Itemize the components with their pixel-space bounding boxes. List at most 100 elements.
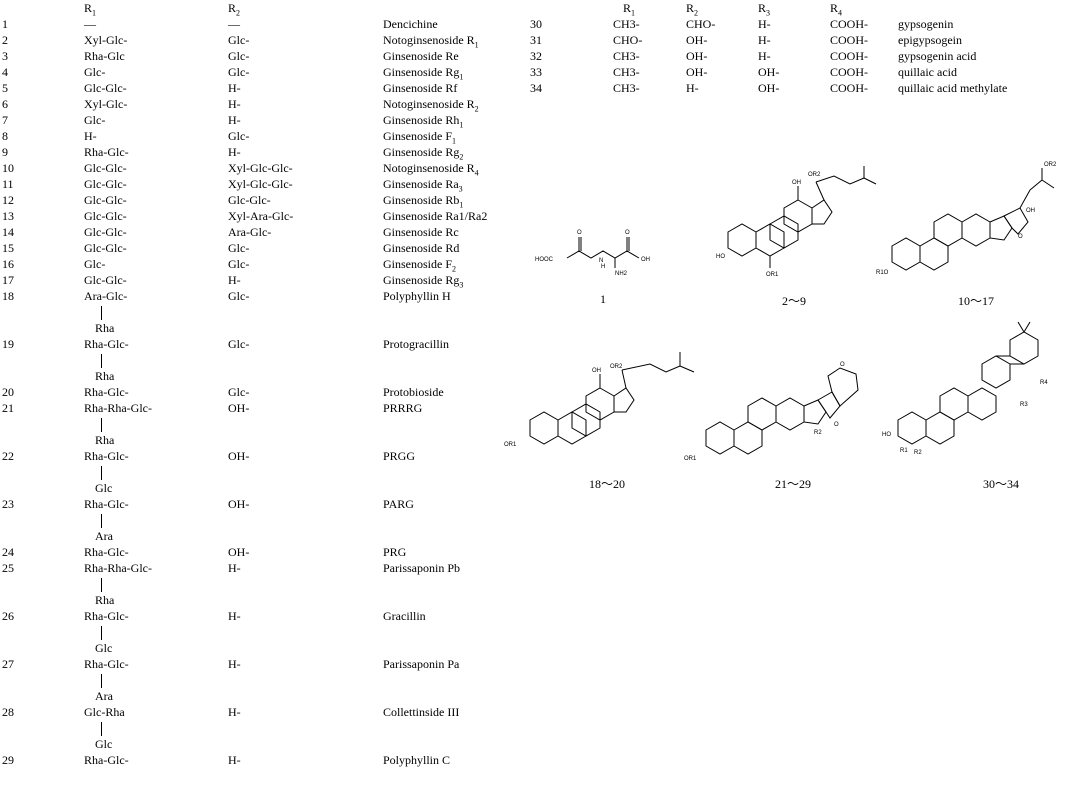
r1-substituent: Rha-Glc- [84,385,129,399]
structure-label: 2～9 [782,294,807,308]
structure-dencichine: HOOC N H O NH2 OH O [535,230,650,277]
compound-name: Notoginsenoside R4 [383,161,479,178]
atom-label: OH [1026,208,1035,214]
structure-30-34: R4 R3 HO R1 R2 [882,321,1048,456]
atom-label: OH [792,180,801,186]
branch-bond [101,722,102,736]
r1-substituent: Rha-Glc- [84,497,129,511]
r4-substituent: COOH- [830,49,868,63]
compound-name: Ginsenoside Re [383,49,459,63]
row-number: 8 [2,129,8,143]
row-number: 31 [530,33,542,47]
r2-substituent: H- [228,705,241,719]
r2-substituent: Glc- [228,129,250,143]
r1-substituent: Rha-Glc- [84,337,129,351]
column-header: R2 [228,1,241,18]
row-number: 27 [2,657,14,671]
structure-label: 18～20 [589,477,626,491]
r4-substituent: COOH- [830,33,868,47]
r2-substituent: OH- [228,545,250,559]
row-number: 20 [2,385,14,399]
row-number: 32 [530,49,542,63]
atom-label: O [625,230,630,236]
r2-substituent: Glc- [228,257,250,271]
compound-name: Ginsenoside F1 [383,129,456,146]
branch-bond [101,466,102,480]
branch-sugar: Glc [95,481,113,495]
r2-substituent: Glc- [228,337,250,351]
row-number: 17 [2,273,14,287]
row-number: 26 [2,609,14,623]
row-number: 19 [2,337,14,351]
r2-substituent: H- [228,273,241,287]
r1-substituent: Glc-Glc- [84,273,127,287]
compound-name: Ginsenoside Rg3 [383,273,464,290]
compound-name: Ginsenoside F2 [383,257,456,274]
r2-substituent: Ara-Glc- [228,225,272,239]
branch-sugar: Rha [95,433,115,447]
r2-substituent: Xyl-Ara-Glc- [228,209,294,223]
compound-name: Ginsenoside Rc [383,225,459,239]
compound-name: PRGG [383,449,416,463]
compound-name: gypsogenin [898,17,954,31]
r1-substituent: Rha-Glc- [84,449,129,463]
atom-label: HOOC [535,257,554,263]
r2-substituent: Glc- [228,33,250,47]
compound-name: Protogracillin [383,337,449,351]
r1-substituent: Rha-Rha-Glc- [84,401,152,415]
r3-substituent: OH- [758,81,780,95]
r2-substituent: OH- [686,65,708,79]
atom-label: OH [641,257,650,263]
branch-bond [101,306,102,320]
atom-label: OR2 [808,172,821,178]
r3-substituent: H- [758,33,771,47]
r1-substituent: Glc-Glc- [84,241,127,255]
structure-10-17: OR2 OH O R1O [876,162,1057,276]
atom-label: O [577,230,582,236]
branch-sugar: Glc [95,737,113,751]
atom-label: H [601,264,605,270]
row-number: 29 [2,753,14,767]
row-number: 12 [2,193,14,207]
compound-name: quillaic acid [898,65,957,79]
r1-substituent: Xyl-Glc- [84,33,128,47]
r1-substituent: Rha-Glc- [84,145,129,159]
compound-name: Notoginsenoside R1 [383,33,479,50]
r3-substituent: H- [758,49,771,63]
atom-label: OR2 [610,364,623,370]
r2-substituent: Glc- [228,65,250,79]
atom-label: OR2 [1044,162,1057,168]
row-number: 9 [2,145,8,159]
row-number: 30 [530,17,542,31]
r4-substituent: COOH- [830,81,868,95]
atom-label: HO [716,254,725,260]
r2-substituent: Xyl-Glc-Glc- [228,161,293,175]
r1-substituent: CH3- [613,81,640,95]
compound-name: PRRRG [383,401,423,415]
r2-substituent: H- [228,657,241,671]
r4-substituent: COOH- [830,65,868,79]
r1-substituent: CHO- [613,33,643,47]
compound-name: Polyphyllin C [383,753,451,767]
r1-substituent: Rha-Glc- [84,545,129,559]
r2-substituent: Glc- [228,289,250,303]
r4-substituent: COOH- [830,17,868,31]
atom-label: O [834,422,839,428]
row-number: 11 [2,177,14,191]
atom-label: R4 [1040,380,1048,386]
r2-substituent: Xyl-Glc-Glc- [228,177,293,191]
compound-name: Ginsenoside Rf [383,81,458,95]
structure-label: 10～17 [958,294,995,308]
r1-substituent: Glc-Rha [84,705,125,719]
row-number: 14 [2,225,14,239]
atom-label: R3 [1020,402,1028,408]
r1-substituent: Glc-Glc- [84,81,127,95]
r2-substituent: OH- [686,49,708,63]
compound-name: Polyphyllin H [383,289,451,303]
atom-label: NH2 [615,271,628,277]
structure-label: 1 [600,292,606,306]
row-number: 24 [2,545,14,559]
atom-label: OR1 [684,456,697,462]
r2-substituent: CHO- [686,17,716,31]
column-header: R4 [830,1,843,18]
